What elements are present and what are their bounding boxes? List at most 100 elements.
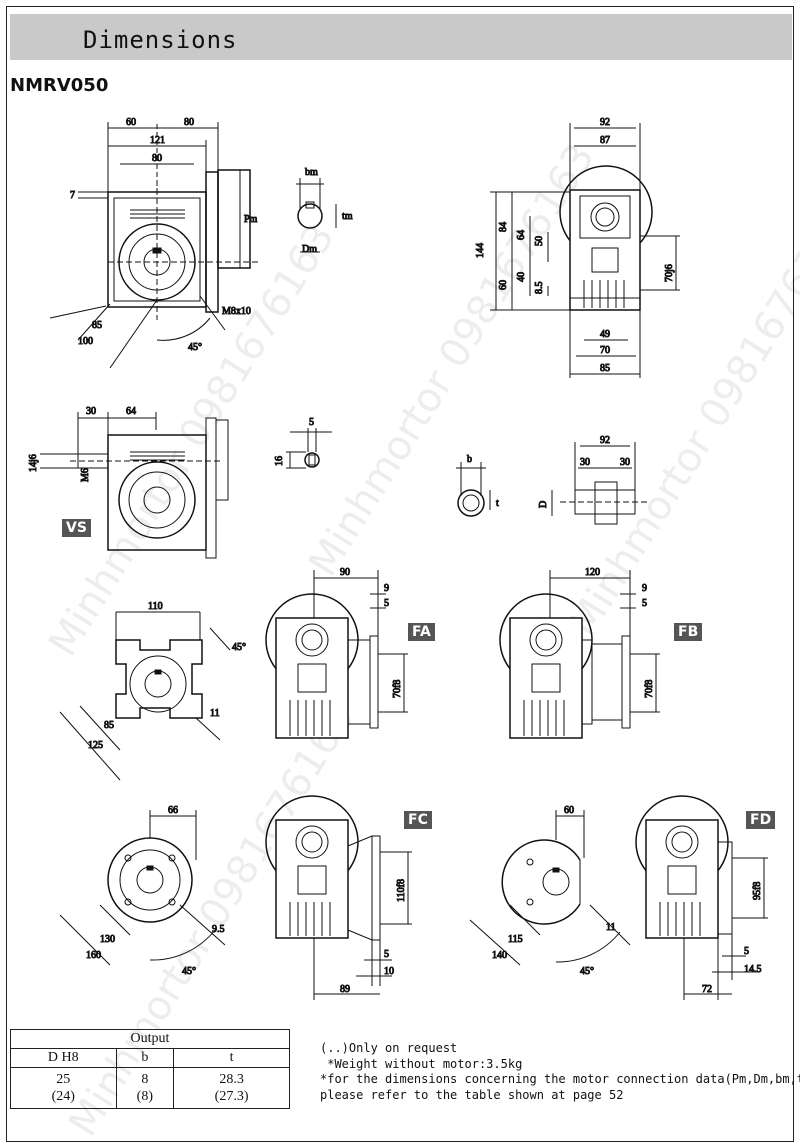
tag-fc: FC — [404, 811, 432, 829]
key-section-hollow — [456, 462, 553, 517]
dim-30b: 30 — [620, 457, 630, 468]
dim-7: 7 — [70, 190, 75, 201]
dim-125: 125 — [88, 740, 103, 751]
dim-140: 140 — [492, 950, 507, 961]
header-banner — [10, 14, 792, 60]
dim-60: 60 — [564, 805, 574, 816]
dim-9: 9 — [384, 583, 389, 594]
fd-flange-view — [469, 810, 631, 966]
dim-95f8: 95f8 — [752, 882, 763, 900]
dim-144: 144 — [475, 243, 486, 258]
dim-m6: M6 — [80, 468, 91, 482]
tag-fd: FD — [746, 811, 776, 829]
dim-45: 45° — [580, 966, 594, 977]
dim-dm: Dm — [302, 244, 317, 255]
output-caption: Output — [10, 1029, 290, 1049]
dim-9.5: 9.5 — [212, 924, 225, 935]
dim-90: 90 — [340, 567, 350, 578]
model-title: NMRV050 — [10, 75, 109, 96]
dim-pm: Pm — [244, 214, 258, 225]
dim-9: 9 — [642, 583, 647, 594]
dim-64: 64 — [516, 230, 527, 240]
note-line: please refer to the table shown at page … — [320, 1087, 624, 1102]
dim-14j6: 14j6 — [28, 454, 39, 472]
tag-vs: VS — [62, 519, 91, 537]
dim-14.5: 14.5 — [744, 964, 762, 975]
dim-85: 85 — [92, 320, 102, 331]
note-line: *Weight without motor:3.5kg — [320, 1056, 523, 1071]
page-frame — [6, 6, 794, 1142]
dim-11: 11 — [606, 922, 616, 933]
dim-11: 11 — [210, 708, 220, 719]
dim-115: 115 — [508, 934, 523, 945]
dim-5: 5 — [384, 598, 389, 609]
dim-49: 49 — [600, 329, 610, 340]
cell-d: 25(24) — [10, 1067, 117, 1109]
dim-64: 64 — [126, 406, 136, 417]
tag-fa: FA — [408, 623, 435, 641]
dim-m8x10: M8x10 — [222, 306, 251, 317]
dim-120: 120 — [585, 567, 600, 578]
fa-side-view — [265, 570, 408, 739]
fa-flange-view — [59, 611, 231, 781]
dim-80b: 80 — [152, 153, 162, 164]
dim-100: 100 — [78, 336, 93, 347]
tag-fb: FB — [674, 623, 703, 641]
dim-45: 45° — [232, 642, 246, 653]
dim-60: 60 — [126, 117, 136, 128]
notes: (..)Only on request *Weight without moto… — [320, 1041, 800, 1103]
page-title: Dimensions — [83, 26, 238, 54]
fb-side-view — [499, 570, 660, 739]
dim-70f8: 70f8 — [644, 680, 655, 698]
header-b: b — [115, 1048, 175, 1068]
dim-160: 160 — [86, 950, 101, 961]
note-line: *for the dimensions concerning the motor… — [320, 1072, 800, 1086]
dim-110f8: 110f8 — [396, 879, 407, 902]
dim-45: 45° — [188, 342, 202, 353]
dim-tm: tm — [342, 211, 353, 222]
dim-b: b — [467, 454, 472, 465]
header-d: D H8 — [10, 1048, 117, 1068]
dim-30a: 30 — [580, 457, 590, 468]
dim-t: t — [496, 498, 499, 509]
dim-87: 87 — [600, 135, 610, 146]
dim-89: 89 — [340, 984, 350, 995]
dim-85: 85 — [104, 720, 114, 731]
dim-5: 5 — [384, 949, 389, 960]
dim-66: 66 — [168, 805, 178, 816]
hollow-shaft-view — [560, 442, 650, 525]
dim-40: 40 — [516, 272, 527, 282]
side-view — [490, 123, 680, 378]
dim-70f8: 70f8 — [392, 680, 403, 698]
header-t: t — [173, 1048, 290, 1068]
dim-10: 10 — [384, 966, 394, 977]
note-line: (..)Only on request — [320, 1041, 458, 1055]
fd-side-view — [635, 795, 768, 1000]
vs-view — [40, 412, 229, 559]
dim-30: 30 — [86, 406, 96, 417]
dim-70j6: 70j6 — [664, 264, 675, 282]
dim-72: 72 — [702, 984, 712, 995]
front-view — [49, 122, 260, 369]
fc-side-view — [265, 795, 412, 1000]
dim-80: 80 — [184, 117, 194, 128]
fc-flange-view — [59, 810, 226, 966]
dim-121: 121 — [150, 135, 165, 146]
cell-b: 8(8) — [115, 1067, 175, 1109]
dim-8.5: 8.5 — [534, 282, 545, 295]
dim-110: 110 — [148, 601, 163, 612]
dim-92: 92 — [600, 117, 610, 128]
dim-85b: 85 — [600, 363, 610, 374]
dim-bm: bm — [305, 167, 318, 178]
dim-16: 16 — [274, 456, 285, 466]
key-section-vs — [286, 428, 332, 469]
dim-50: 50 — [534, 236, 545, 246]
dim-84: 84 — [498, 222, 509, 232]
dim-92: 92 — [600, 435, 610, 446]
dim-d: D — [538, 501, 549, 508]
output-table: Output D H8 b t 25(24) 8(8) 28.3(27.3) — [10, 1029, 290, 1109]
cell-t: 28.3(27.3) — [173, 1067, 290, 1109]
dim-130: 130 — [100, 934, 115, 945]
dim-45: 45° — [182, 966, 196, 977]
